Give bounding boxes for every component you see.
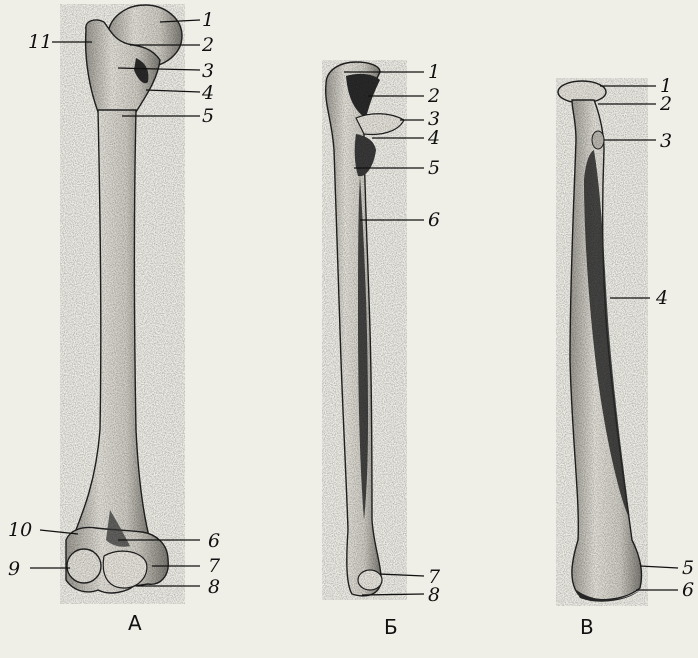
- label-a8: 8: [208, 576, 220, 598]
- label-a1: 1: [202, 9, 214, 31]
- label-a9: 9: [8, 558, 20, 580]
- label-a11: 11: [28, 31, 52, 53]
- label-b2: 2: [427, 85, 440, 107]
- panel-b-ulna: 1 2 3 4 5 6 7 8 Б: [322, 60, 441, 639]
- ulna-grain: [322, 60, 407, 600]
- label-a2: 2: [201, 34, 214, 56]
- label-a5: 5: [202, 105, 214, 127]
- caption-a: А: [128, 611, 142, 635]
- label-a7: 7: [208, 555, 221, 577]
- label-v6: 6: [682, 579, 694, 601]
- label-v5: 5: [682, 557, 694, 579]
- label-v3: 3: [660, 130, 672, 152]
- label-a4: 4: [201, 82, 214, 104]
- label-a3: 3: [202, 60, 214, 82]
- label-b6: 6: [428, 209, 440, 231]
- panel-a-humerus: 1 2 3 4 5 6 7 8 9 10 11 А: [8, 4, 221, 635]
- label-a10: 10: [8, 519, 32, 541]
- caption-v: В: [580, 615, 594, 639]
- humerus-grain: [60, 4, 185, 604]
- label-v2: 2: [659, 93, 672, 115]
- radius-grain: [556, 78, 648, 606]
- label-b1: 1: [428, 61, 440, 83]
- label-a6: 6: [208, 530, 220, 552]
- caption-b: Б: [384, 615, 398, 639]
- label-b8: 8: [428, 584, 440, 606]
- label-b5: 5: [428, 157, 440, 179]
- label-b4: 4: [427, 127, 440, 149]
- panel-v-radius: 1 2 3 4 5 6 В: [556, 75, 694, 639]
- label-v4: 4: [655, 287, 668, 309]
